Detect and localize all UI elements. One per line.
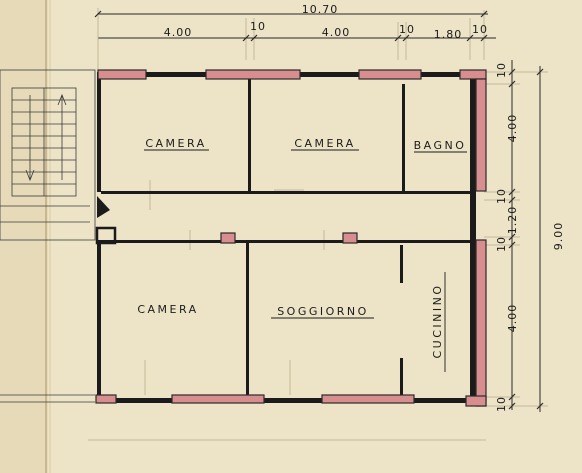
wall-right — [470, 72, 476, 406]
stairwell — [0, 69, 96, 403]
window-top-1 — [97, 69, 147, 80]
dim-top-seg5: 1.80 — [434, 28, 463, 41]
label-soggiorno: SOGGIORNO — [277, 305, 369, 318]
dim-top-seg1: 4.00 — [164, 26, 193, 39]
wall-bottom — [97, 398, 475, 403]
wall-kitchen-bottom — [400, 358, 403, 398]
window-top-2 — [205, 69, 301, 80]
dim-right-seg3: 10 — [495, 188, 508, 204]
entry-arrow — [97, 196, 110, 218]
window-bottom-1 — [95, 394, 117, 404]
wall-divider-1 — [248, 77, 251, 191]
windows — [95, 69, 487, 407]
label-bagno: BAGNO — [414, 139, 467, 152]
window-bottom-corner — [465, 395, 487, 407]
dim-right-seg6: 4.00 — [506, 304, 519, 333]
label-camera-bottom-left: CAMERA — [137, 303, 198, 316]
window-bottom-3 — [321, 394, 415, 404]
dim-top-seg3: 4.00 — [322, 26, 351, 39]
paper-fold-shadow — [0, 0, 48, 473]
dim-right-seg5: 10 — [495, 236, 508, 252]
entry-door — [95, 226, 117, 245]
wall-left-bottom — [97, 240, 101, 402]
wall-kitchen-top — [400, 245, 403, 283]
wall-corridor-top — [101, 191, 475, 194]
dim-top-total: 10.70 — [302, 3, 339, 16]
window-bottom-2 — [171, 394, 265, 404]
top-dimensions: 10.70 4.00 10 4.00 10 1.80 10 — [94, 3, 496, 70]
wall-corridor-bottom — [101, 240, 475, 243]
pillar-2 — [342, 232, 358, 244]
dim-top-seg6: 10 — [472, 23, 488, 36]
dim-right-seg4: 1.20 — [506, 206, 519, 235]
dim-right-total: 9.00 — [552, 222, 565, 251]
window-top-corner — [459, 69, 487, 80]
label-camera-top-center: CAMERA — [294, 137, 355, 150]
pillar-1 — [220, 232, 236, 244]
room-labels: CAMERA CAMERA BAGNO CAMERA SOGGIORNO CUC… — [137, 137, 467, 372]
wall-divider-2 — [402, 84, 405, 191]
wall-right-upper — [475, 78, 487, 192]
wall-left-top — [97, 72, 101, 192]
window-top-3 — [358, 69, 422, 80]
wall-divider-3 — [246, 243, 249, 395]
label-camera-top-left: CAMERA — [145, 137, 206, 150]
right-dimensions: 10 4.00 10 1.20 10 4.00 10 9.00 — [484, 60, 565, 412]
dim-right-seg7: 10 — [495, 396, 508, 412]
dim-top-seg4: 10 — [399, 23, 415, 36]
dim-right-seg2: 4.00 — [506, 114, 519, 143]
dim-top-seg2: 10 — [250, 20, 266, 33]
wall-right-lower — [475, 239, 487, 407]
label-cucinino: CUCININO — [431, 283, 444, 358]
construction-lines — [88, 180, 486, 441]
dim-right-seg1: 10 — [495, 62, 508, 78]
